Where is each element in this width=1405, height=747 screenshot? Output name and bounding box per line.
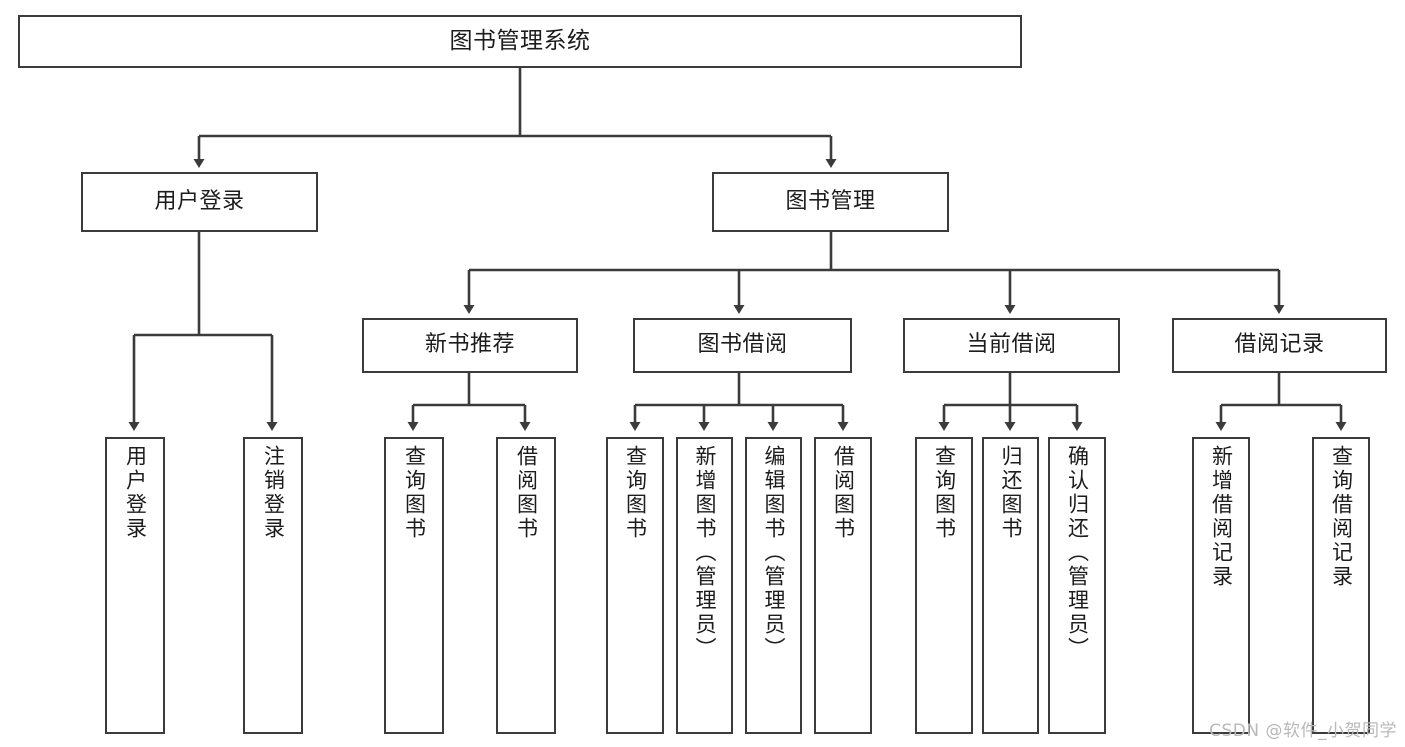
leaf-new-book-borrow[interactable]: 借阅图书 (496, 437, 556, 734)
leaf-query-borrow-record[interactable]: 查询借阅记录 (1312, 437, 1370, 734)
node-book-management[interactable]: 图书管理 (712, 172, 949, 232)
leaf-edit-book-admin-label: 编辑图书（管理员） (762, 445, 786, 661)
node-root[interactable]: 图书管理系统 (18, 15, 1022, 68)
leaf-edit-book-admin[interactable]: 编辑图书（管理员） (745, 437, 802, 734)
leaf-confirm-return-admin-label: 确认归还（管理员） (1065, 445, 1090, 661)
node-new-book-recommend[interactable]: 新书推荐 (362, 318, 578, 373)
leaf-new-book-query-label: 查询图书 (402, 445, 427, 541)
node-book-management-label: 图书管理 (785, 188, 876, 214)
leaf-new-book-borrow-label: 借阅图书 (514, 445, 539, 541)
node-borrow-record-label: 借阅记录 (1234, 332, 1325, 358)
leaf-borrow-book[interactable]: 借阅图书 (814, 437, 872, 734)
leaf-user-login-label: 用户登录 (123, 445, 148, 541)
node-root-label: 图书管理系统 (449, 27, 591, 54)
leaf-logout[interactable]: 注销登录 (243, 437, 303, 734)
leaf-user-login[interactable]: 用户登录 (105, 437, 165, 734)
leaf-add-borrow-record[interactable]: 新增借阅记录 (1192, 437, 1250, 734)
leaf-borrow-book-label: 借阅图书 (831, 445, 856, 541)
node-user-login[interactable]: 用户登录 (81, 172, 318, 232)
node-borrow-record[interactable]: 借阅记录 (1172, 318, 1387, 373)
node-book-borrow-label: 图书借阅 (697, 332, 788, 358)
node-book-borrow[interactable]: 图书借阅 (633, 318, 852, 373)
node-new-book-recommend-label: 新书推荐 (424, 332, 515, 358)
leaf-return-book[interactable]: 归还图书 (982, 437, 1039, 734)
watermark: CSDN @软件_小贺同学 (1209, 721, 1397, 741)
leaf-new-book-query[interactable]: 查询图书 (384, 437, 444, 734)
leaf-current-query-book-label: 查询图书 (932, 445, 957, 541)
leaf-logout-label: 注销登录 (261, 445, 286, 541)
node-current-borrow-label: 当前借阅 (966, 332, 1057, 358)
leaf-add-borrow-record-label: 新增借阅记录 (1209, 445, 1234, 589)
leaf-current-query-book[interactable]: 查询图书 (915, 437, 973, 734)
leaf-borrow-query-book[interactable]: 查询图书 (606, 437, 664, 734)
leaf-return-book-label: 归还图书 (999, 445, 1023, 541)
node-user-login-label: 用户登录 (154, 188, 245, 214)
leaf-add-book-admin[interactable]: 新增图书（管理员） (676, 437, 733, 734)
node-current-borrow[interactable]: 当前借阅 (903, 318, 1120, 373)
leaf-add-book-admin-label: 新增图书（管理员） (693, 445, 717, 661)
leaf-confirm-return-admin[interactable]: 确认归还（管理员） (1048, 437, 1106, 734)
leaf-borrow-query-book-label: 查询图书 (623, 445, 648, 541)
leaf-query-borrow-record-label: 查询借阅记录 (1329, 445, 1354, 589)
